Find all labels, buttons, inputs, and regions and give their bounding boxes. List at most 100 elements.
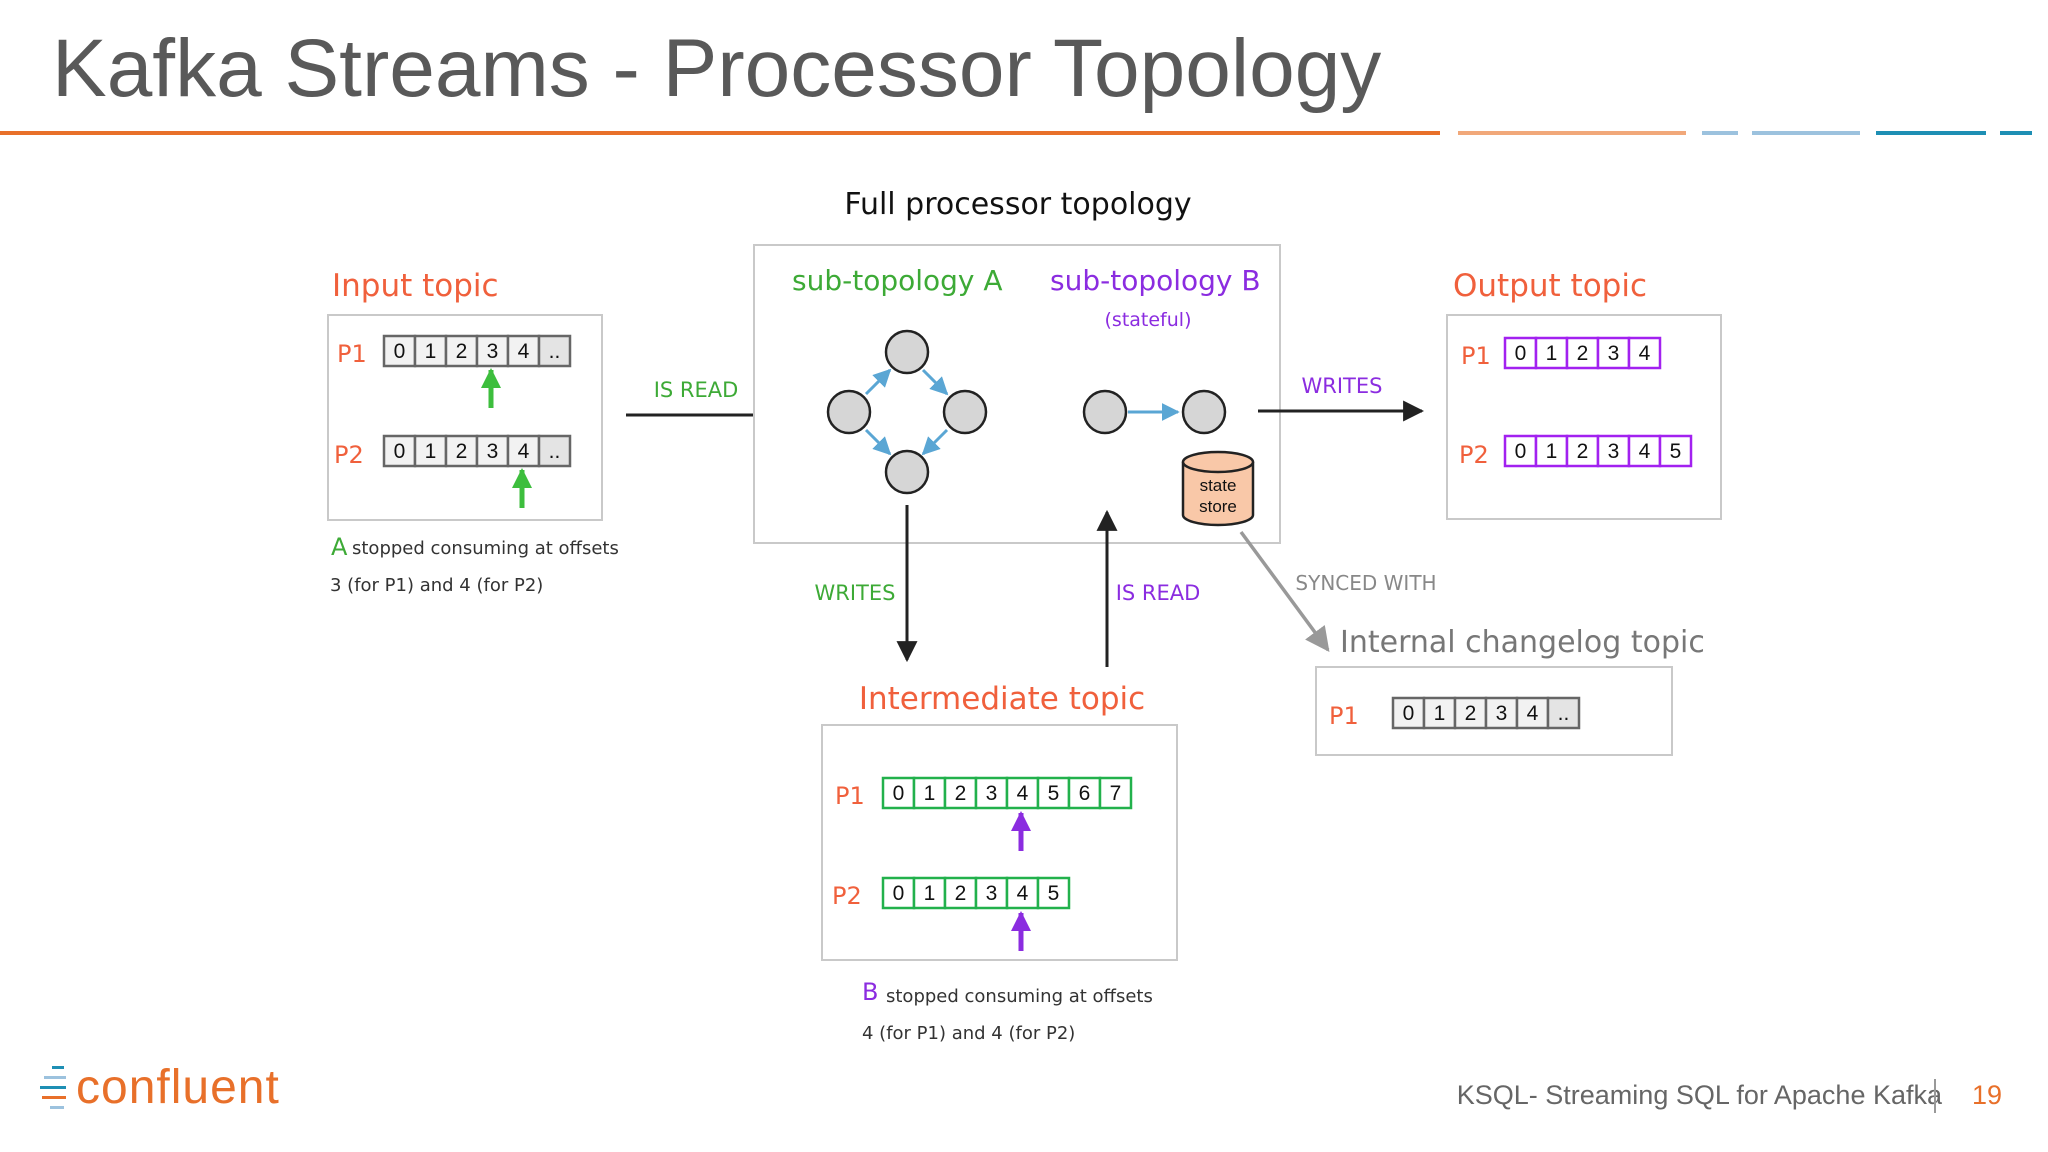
input-note-line2: 3 (for P1) and 4 (for P2) <box>330 575 543 596</box>
offset-cell <box>506 334 541 368</box>
offset-label: 1 <box>1434 702 1446 725</box>
offset-label: 2 <box>1577 440 1589 463</box>
offset-cell <box>1036 876 1071 910</box>
title-rule-light-orange <box>1458 131 1686 135</box>
intermediate-partition-label: P2 <box>832 882 862 910</box>
offset-label: 0 <box>1515 342 1527 365</box>
offset-cell <box>1098 776 1133 810</box>
offset-label: 4 <box>1017 882 1029 905</box>
offset-label: 0 <box>394 340 406 363</box>
output-partition-label: P1 <box>1461 342 1491 370</box>
edge-store-to-changelog <box>1239 530 1330 652</box>
offset-label: 4 <box>518 440 530 463</box>
offset-label: 1 <box>425 340 437 363</box>
processor-node-a-right <box>942 389 988 435</box>
processor-node-a-bottom <box>884 449 930 495</box>
offset-cell <box>1391 696 1426 730</box>
offset-label: 2 <box>456 440 468 463</box>
offset-cell <box>537 434 572 468</box>
offset-label: 2 <box>955 882 967 905</box>
offset-label: 0 <box>394 440 406 463</box>
input-note-marker: A <box>331 533 348 561</box>
offset-label: 3 <box>1608 342 1620 365</box>
offset-cell <box>1422 696 1457 730</box>
offset-label: 2 <box>1465 702 1477 725</box>
processor-node-a-left <box>826 389 872 435</box>
sub-topology-a-title: sub-topology A <box>792 264 1003 297</box>
state-store-label-2: store <box>1199 497 1237 516</box>
input-note-line1: stopped consuming at offsets <box>352 538 619 559</box>
offset-label: 5 <box>1048 882 1060 905</box>
offset-label: 2 <box>456 340 468 363</box>
offset-label: 0 <box>1515 440 1527 463</box>
offset-cell <box>475 334 510 368</box>
offset-cell <box>537 334 572 368</box>
offset-label: .. <box>1558 702 1570 725</box>
offset-label: 3 <box>487 440 499 463</box>
offset-label: 1 <box>924 782 936 805</box>
offset-label: 4 <box>518 340 530 363</box>
intermediate-note-marker: B <box>862 978 878 1006</box>
processor-node-a-top <box>884 329 930 375</box>
edge-label-writes-output: WRITES <box>1302 374 1383 398</box>
edge-label-synced-with: SYNCED WITH <box>1295 571 1436 595</box>
offset-label: .. <box>549 340 561 363</box>
processor-node-b-source <box>1082 389 1128 435</box>
edge-label-is-read: IS READ <box>654 378 739 402</box>
confluent-logo-text: confluent <box>76 1061 280 1114</box>
sub-topology-b-title: sub-topology B <box>1050 264 1261 297</box>
offset-label: 4 <box>1017 782 1029 805</box>
offset-label: 5 <box>1670 440 1682 463</box>
offset-label: 0 <box>893 782 905 805</box>
footer-divider <box>1934 1079 1936 1113</box>
input-topic-title: Input topic <box>332 268 499 304</box>
offset-cell <box>974 776 1009 810</box>
offset-label: 2 <box>955 782 967 805</box>
offset-label: 1 <box>924 882 936 905</box>
offset-label: 2 <box>1577 342 1589 365</box>
intermediate-note-line2: 4 (for P1) and 4 (for P2) <box>862 1023 1075 1044</box>
title-rule-light-blue-2 <box>1752 131 1860 135</box>
internal-partition-label: P1 <box>1329 702 1359 730</box>
slide-title: Kafka Streams - Processor Topology <box>52 23 1382 114</box>
page-number: 19 <box>1972 1080 2003 1110</box>
processor-edge <box>864 428 892 456</box>
offset-cell <box>1503 336 1538 370</box>
offset-label: 1 <box>425 440 437 463</box>
footer-text: KSQL- Streaming SQL for Apache Kafka <box>1456 1080 1942 1110</box>
processor-edge <box>921 428 949 456</box>
offset-cell <box>943 776 978 810</box>
offset-cell <box>413 334 448 368</box>
edge-label-is-read-intermediate: IS READ <box>1116 581 1201 605</box>
offset-cell <box>475 434 510 468</box>
offset-label: 6 <box>1079 782 1091 805</box>
internal-topic-title: Internal changelog topic <box>1340 625 1705 660</box>
offset-cell <box>1546 696 1581 730</box>
offset-label: 4 <box>1639 440 1651 463</box>
title-rule-orange <box>0 131 1440 135</box>
offset-cell <box>1658 434 1693 468</box>
offset-label: 0 <box>1403 702 1415 725</box>
processor-node-b-stateful <box>1181 389 1227 435</box>
offset-cell <box>444 434 479 468</box>
offset-cell <box>1565 336 1600 370</box>
state-store: state store <box>1181 450 1255 527</box>
output-partition-label: P2 <box>1459 441 1489 469</box>
offset-label: 3 <box>487 340 499 363</box>
input-partition-label: P2 <box>334 441 364 469</box>
intermediate-note-line1: stopped consuming at offsets <box>886 986 1153 1007</box>
processor-edge <box>864 368 892 396</box>
offset-label: 3 <box>1608 440 1620 463</box>
sub-topology-b-subtitle: (stateful) <box>1105 309 1192 331</box>
confluent-logo-mark <box>40 1066 66 1109</box>
title-rule-teal-2 <box>2000 131 2032 135</box>
offset-label: 4 <box>1527 702 1539 725</box>
